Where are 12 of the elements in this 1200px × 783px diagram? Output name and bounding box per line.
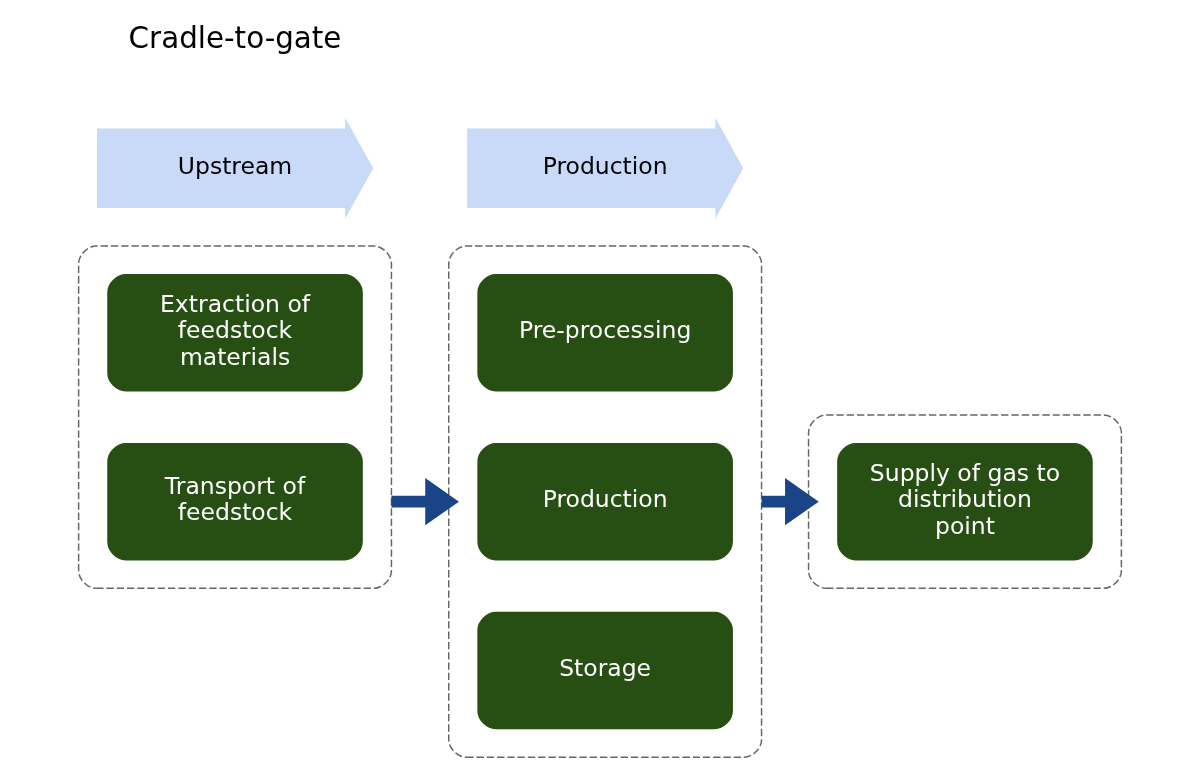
arrow: [761, 478, 819, 526]
node-box: Storage: [477, 611, 733, 730]
node-box: Extraction of feedstock materials: [107, 274, 363, 392]
node-box: Transport of feedstock: [107, 442, 363, 561]
cluster: [807, 414, 1123, 590]
cluster: [77, 245, 393, 590]
label: Cradle-to-gate: [128, 20, 342, 55]
node-box: Production: [477, 442, 733, 561]
arrow: [391, 478, 459, 526]
node-box: Pre-processing: [477, 274, 733, 392]
cluster: [448, 245, 763, 758]
node-box: Supply of gas to distribution point: [837, 442, 1093, 561]
